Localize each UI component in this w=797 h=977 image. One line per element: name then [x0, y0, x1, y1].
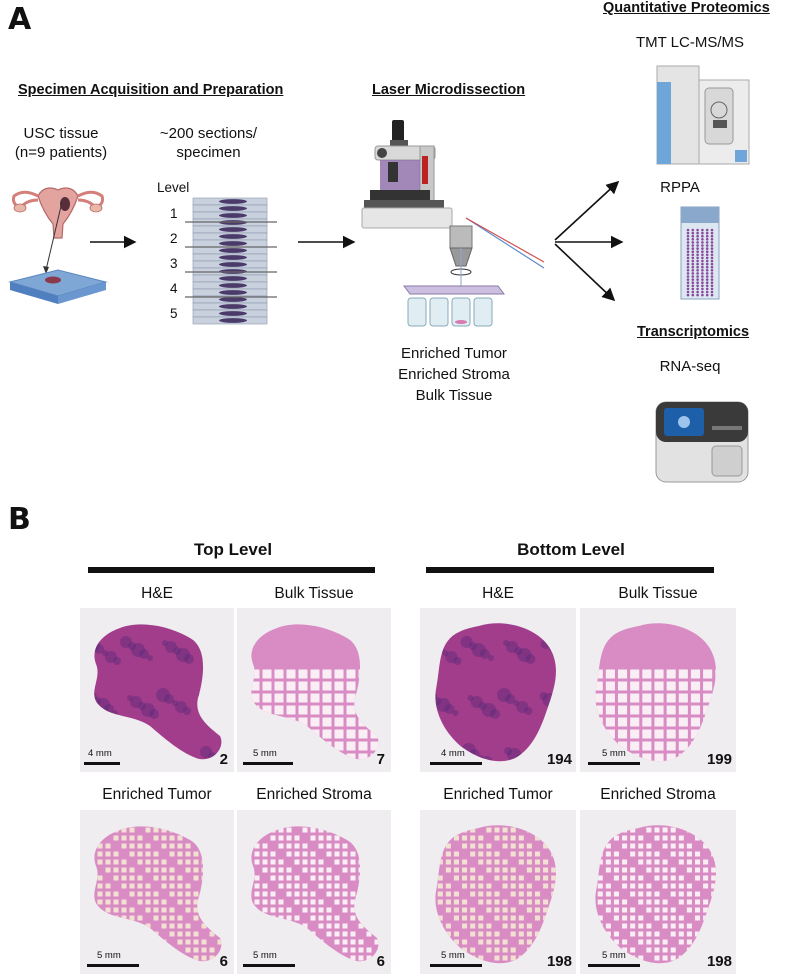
tissue-line-1: USC tissue: [23, 125, 99, 142]
scale-label: 5 mm: [441, 950, 465, 961]
scale-label: 5 mm: [97, 950, 121, 961]
scale-label: 5 mm: [602, 950, 626, 961]
scale-bar: [243, 964, 295, 967]
output-enriched-tumor: Enriched Tumor: [401, 345, 507, 362]
level-number: 5: [170, 306, 178, 321]
sections-line-2: specimen: [176, 144, 241, 161]
workflow-arrows: [90, 180, 624, 302]
section-number: 7: [376, 751, 385, 768]
level-number: 2: [170, 231, 178, 246]
enriched-stroma-image-top: [237, 810, 391, 974]
caption-top-stroma: Enriched Stroma: [256, 786, 372, 803]
caption-top-bulk: Bulk Tissue: [274, 585, 354, 602]
sections-line-1: ~200 sections/: [159, 125, 258, 142]
scale-bar: [243, 762, 293, 765]
scale-bar: [430, 964, 482, 967]
output-bulk-tissue: Bulk Tissue: [415, 387, 493, 404]
panel-b-letter: B: [8, 502, 31, 537]
scale-label: 5 mm: [253, 748, 277, 759]
he-image-bottom: [420, 608, 576, 772]
rnaseq-label: RNA-seq: [659, 358, 721, 375]
rppa-label: RPPA: [660, 179, 700, 196]
scale-bar: [430, 762, 482, 765]
specimen-heading: Specimen Acquisition and Preparation: [18, 82, 284, 98]
scale-bar: [588, 964, 640, 967]
proteomics-heading: Quantitative Proteomics: [603, 0, 770, 16]
level-number: 4: [170, 281, 178, 296]
level-number: 1: [170, 206, 178, 221]
section-number: 198: [546, 953, 572, 970]
caption-top-tumor: Enriched Tumor: [102, 786, 212, 803]
section-number: 199: [706, 751, 732, 768]
caption-bottom-bulk: Bulk Tissue: [618, 585, 698, 602]
panel-a-letter: A: [8, 2, 32, 37]
uterus-icon: [8, 187, 108, 304]
caption-bottom-tumor: Enriched Tumor: [443, 786, 553, 803]
caption-bottom-stroma: Enriched Stroma: [600, 786, 716, 803]
section-number: 6: [376, 953, 385, 970]
mass-spectrometer-icon: [656, 65, 750, 165]
scale-label: 4 mm: [88, 748, 112, 759]
arrow-to-tmt: [554, 180, 620, 241]
tmt-label: TMT LC-MS/MS: [635, 34, 745, 51]
laser-objective-icon: [403, 217, 545, 327]
rppa-slide-icon: [680, 206, 720, 300]
bulk-tissue-image-top: [237, 608, 391, 772]
top-level-rule: [88, 567, 375, 573]
scale-bar: [87, 964, 139, 967]
bottom-level-title: Bottom Level: [517, 540, 625, 559]
transcriptomics-heading: Transcriptomics: [637, 324, 750, 340]
scale-bar: [588, 762, 640, 765]
he-image-top: [80, 608, 234, 772]
section-stack-icon: [185, 197, 277, 325]
section-number: 2: [219, 751, 228, 768]
bottom-level-rule: [426, 567, 714, 573]
enriched-tumor-image-top: [80, 810, 234, 974]
enriched-stroma-image-bottom: [580, 810, 736, 974]
enriched-tumor-image-bottom: [420, 810, 576, 974]
scale-bar: [84, 762, 120, 765]
scale-label: 5 mm: [253, 950, 277, 961]
section-number: 194: [546, 751, 572, 768]
sections-label: ~200 sections/ specimen: [146, 124, 271, 162]
arrow-to-rnaseq: [554, 243, 616, 302]
level-label: Level: [157, 180, 190, 195]
section-number: 198: [706, 953, 732, 970]
level-number: 3: [170, 256, 178, 271]
tissue-line-2: (n=9 patients): [14, 144, 108, 161]
scale-label: 4 mm: [441, 748, 465, 759]
caption-top-he: H&E: [141, 585, 173, 602]
section-number: 6: [219, 953, 228, 970]
lmd-heading: Laser Microdissection: [372, 82, 526, 98]
sequencer-icon: [655, 401, 749, 483]
microscope-icon: [361, 120, 453, 229]
scale-label: 5 mm: [602, 748, 626, 759]
output-enriched-stroma: Enriched Stroma: [398, 366, 510, 383]
lmd-outputs: Enriched Tumor Enriched Stroma Bulk Tiss…: [382, 343, 526, 406]
bulk-tissue-image-bottom: [580, 608, 736, 772]
top-level-title: Top Level: [193, 540, 273, 559]
caption-bottom-he: H&E: [482, 585, 514, 602]
tissue-label: USC tissue (n=9 patients): [6, 124, 116, 162]
